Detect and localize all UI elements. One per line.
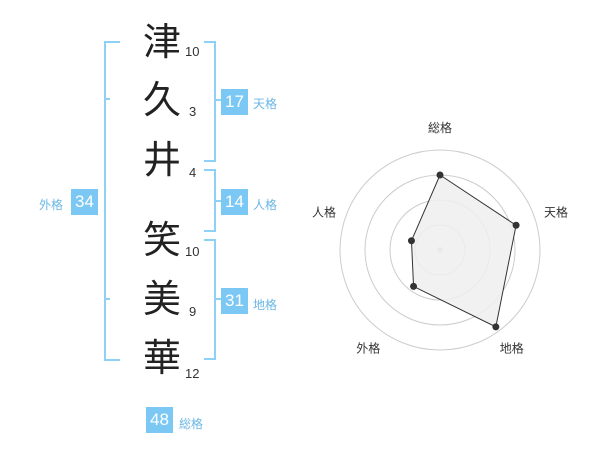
tenkaku-score: 17 xyxy=(221,89,248,115)
radar-value-polygon xyxy=(410,174,517,328)
radar-axis-label-1: 総格 xyxy=(428,120,452,135)
radar-axis-label-3: 地格 xyxy=(500,341,524,356)
jinkaku-bracket-tick xyxy=(214,200,222,202)
tenkaku-label: 天格 xyxy=(253,97,278,111)
chikaku-label: 地格 xyxy=(253,298,278,312)
radar-point-5 xyxy=(407,237,415,245)
gaikaku-bracket-tick xyxy=(104,98,110,100)
radar-axis-label-2: 天格 xyxy=(544,204,568,219)
soukaku-score: 48 xyxy=(146,407,173,433)
jinkaku-score: 14 xyxy=(221,189,248,215)
jinkaku-label: 人格 xyxy=(253,198,278,212)
soukaku-label: 総格 xyxy=(179,417,204,431)
tenkaku-bracket xyxy=(204,41,216,162)
radar-point-1 xyxy=(436,171,444,179)
name-char-3: 井 xyxy=(142,138,181,182)
radar-polygon xyxy=(410,174,517,328)
radar-ring xyxy=(339,149,541,351)
stroke-count-1: 10 xyxy=(185,44,200,59)
radar-axis-label-4: 外格 xyxy=(356,341,380,356)
gaikaku-bracket xyxy=(104,41,120,361)
stroke-count-4: 10 xyxy=(185,244,200,259)
radar-point-2 xyxy=(512,221,520,229)
chikaku-bracket-tick xyxy=(214,298,222,300)
tenkaku-bracket-tick xyxy=(214,99,222,101)
stroke-count-2: 3 xyxy=(189,104,197,119)
gaikaku-label: 外格 xyxy=(39,198,64,212)
radar-point-4 xyxy=(410,282,418,290)
radar-axis-label-5: 人格 xyxy=(312,204,336,219)
gaikaku-bracket-tick xyxy=(104,298,110,300)
stroke-count-6: 12 xyxy=(185,366,200,381)
name-char-1: 津 xyxy=(142,20,181,64)
stroke-count-3: 4 xyxy=(189,165,197,180)
name-char-4: 笑 xyxy=(142,218,181,262)
chikaku-score: 31 xyxy=(221,288,248,314)
radar-point-3 xyxy=(492,323,500,331)
name-char-5: 美 xyxy=(142,277,181,321)
stroke-count-5: 9 xyxy=(189,304,197,319)
name-char-6: 華 xyxy=(142,336,181,380)
gaikaku-score: 34 xyxy=(71,189,98,215)
radar-points xyxy=(407,171,520,331)
name-char-2: 久 xyxy=(142,78,181,122)
